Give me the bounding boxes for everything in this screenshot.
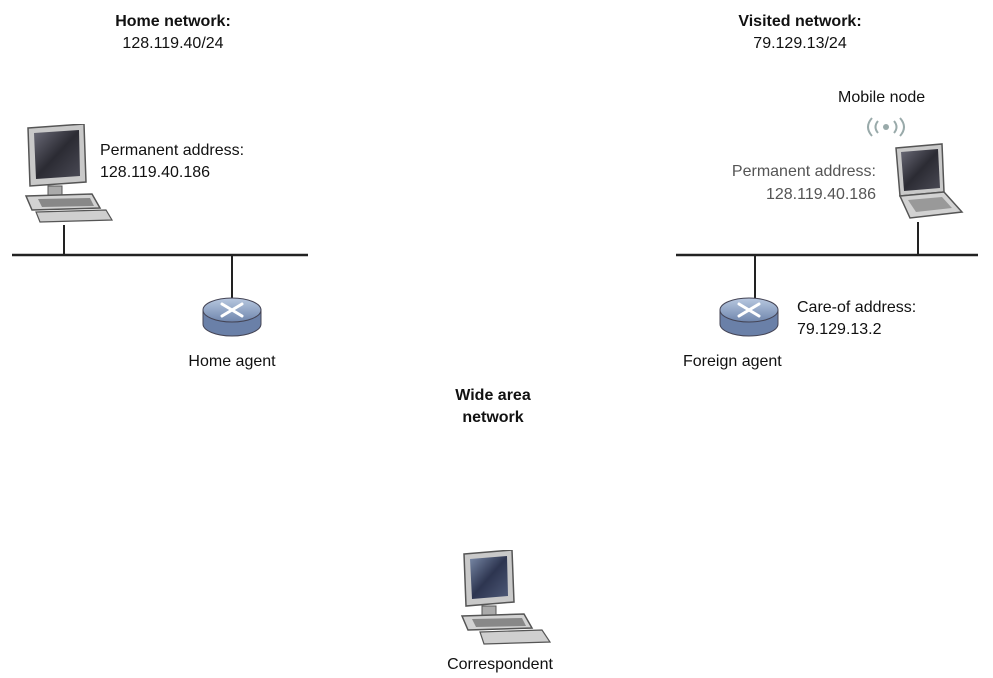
foreign-agent-label: Foreign agent <box>683 353 782 370</box>
home-host-computer-icon <box>24 124 114 223</box>
correspondent-label: Correspondent <box>447 656 553 673</box>
wan-label-line1: Wide area <box>455 387 531 404</box>
visited-network-prefix: 79.129.13/24 <box>753 35 847 52</box>
home-agent-label: Home agent <box>188 353 276 370</box>
mobile-node-permanent-address: 128.119.40.186 <box>765 186 876 203</box>
wireless-signal-icon <box>867 117 905 137</box>
care-of-address-value: 79.129.13.2 <box>797 321 882 338</box>
home-network-prefix: 128.119.40/24 <box>122 35 224 52</box>
correspondent-computer-icon <box>460 550 552 645</box>
home-host-permanent-label: Permanent address: <box>100 142 245 159</box>
home-agent-router-icon <box>202 297 262 337</box>
foreign-agent-router-icon <box>719 297 779 337</box>
mobile-node-permanent-label: Permanent address: <box>731 163 876 180</box>
mobile-node-laptop-icon <box>895 143 964 219</box>
home-network-title: Home network: <box>115 13 231 30</box>
home-host-permanent-address: 128.119.40.186 <box>100 164 211 181</box>
wan-label-line2: network <box>462 409 524 426</box>
visited-network-title: Visited network: <box>738 13 862 30</box>
mobile-node-label: Mobile node <box>838 89 926 106</box>
care-of-address-label: Care-of address: <box>797 299 917 316</box>
